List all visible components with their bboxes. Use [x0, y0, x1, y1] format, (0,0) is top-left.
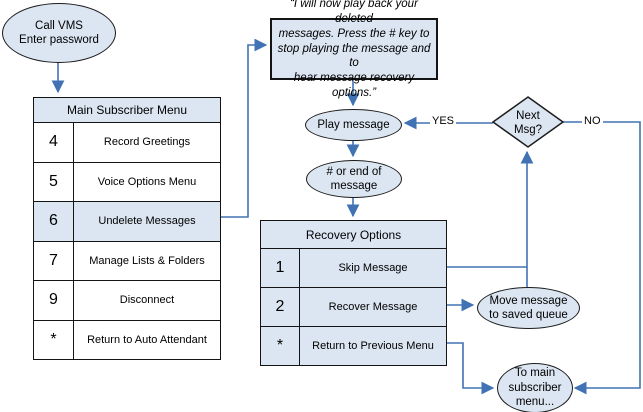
menu-key: 6: [34, 202, 74, 241]
recovery-row-recover-message: 2 Recover Message: [261, 288, 446, 327]
menu-key: 5: [34, 162, 74, 201]
menu-key: 2: [261, 288, 300, 326]
menu-key: 1: [261, 249, 300, 287]
menu-label: Return to Auto Attendant: [87, 333, 207, 346]
menu-key: 9: [34, 281, 74, 320]
saved-queue-node: Move message to saved queue: [477, 287, 580, 329]
menu-label: Manage Lists & Folders: [89, 254, 205, 267]
main-menu-row-record-greetings: 4 Record Greetings: [34, 123, 220, 163]
menu-key: *: [261, 327, 300, 365]
menu-label: Recover Message: [328, 301, 418, 313]
start-node: Call VMS Enter password: [2, 3, 116, 63]
main-menu-row-undelete-messages: 6 Undelete Messages: [34, 202, 220, 242]
recovery-row-skip-message: 1 Skip Message: [261, 249, 446, 288]
prompt-node: “I will now play back your deleted messa…: [270, 0, 438, 99]
recovery-menu-title: Recovery Options: [261, 221, 446, 249]
menu-label: Return to Previous Menu: [312, 340, 434, 352]
edge-decision-no-to-main-node: [563, 121, 641, 395]
main-menu-row-return-auto-attendant: * Return to Auto Attendant: [34, 320, 220, 359]
decision-next-msg-label: Next Msg?: [513, 110, 543, 136]
edge-undelete-to-prompt: [219, 38, 268, 218]
menu-label: Disconnect: [119, 294, 175, 307]
decision-diamond-shape: [491, 96, 565, 148]
yes-label: YES: [430, 115, 457, 127]
menu-key: *: [34, 320, 74, 359]
menu-key: 7: [34, 241, 74, 280]
no-label: NO: [582, 115, 603, 127]
main-subscriber-menu-table: Main Subscriber Menu 4 Record Greetings …: [33, 97, 221, 360]
play-message-node: Play message: [305, 109, 402, 141]
recovery-row-return-previous-menu: * Return to Previous Menu: [261, 327, 446, 365]
main-menu-row-manage-lists: 7 Manage Lists & Folders: [34, 241, 220, 281]
to-main-menu-node: To main subscriber menu...: [497, 363, 573, 412]
stop-key-node: # or end of message: [306, 160, 402, 198]
main-menu-title: Main Subscriber Menu: [34, 98, 220, 123]
menu-label: Record Greetings: [103, 136, 191, 149]
menu-label: Undelete Messages: [74, 202, 220, 241]
main-menu-row-voice-options: 5 Voice Options Menu: [34, 162, 220, 202]
menu-key: 4: [34, 123, 74, 162]
recovery-options-table: Recovery Options 1 Skip Message 2 Recove…: [260, 220, 447, 366]
edge-return-to-main-node: [446, 342, 495, 395]
main-menu-row-disconnect: 9 Disconnect: [34, 281, 220, 321]
menu-label: Voice Options Menu: [97, 175, 197, 188]
menu-label: Skip Message: [338, 262, 408, 274]
